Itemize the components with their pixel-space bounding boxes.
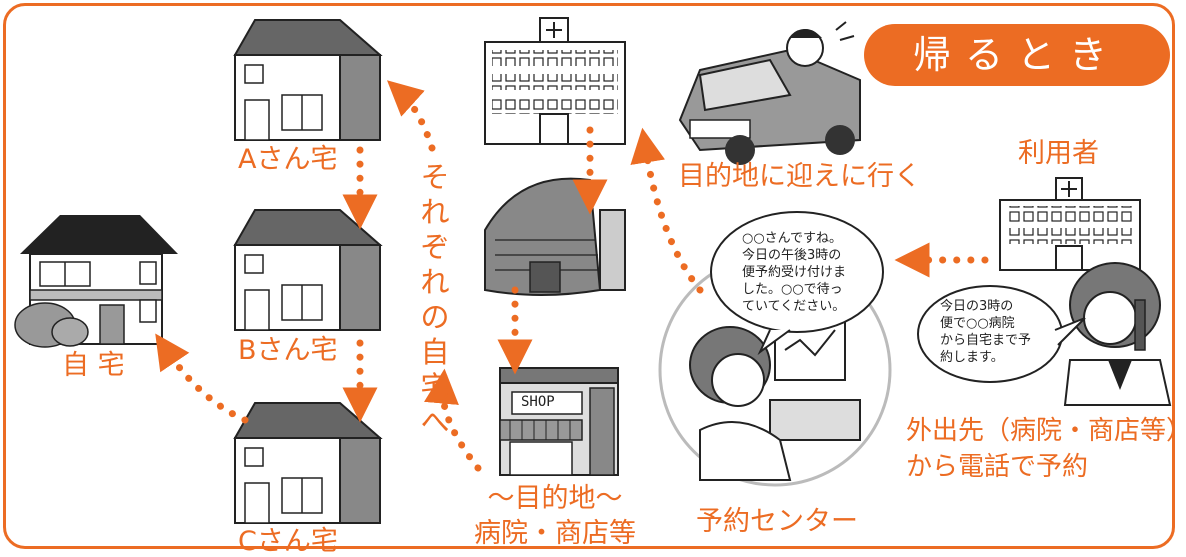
car-icon <box>678 21 861 165</box>
hospital-right-icon <box>999 177 1141 271</box>
arrow-c-to-home <box>155 333 249 424</box>
building-icon <box>484 177 626 296</box>
title-badge: 帰るとき <box>864 24 1170 86</box>
house-c-icon <box>233 402 383 524</box>
shop-sign-text: SHOP <box>521 394 555 410</box>
label-house-b: Bさん宅 <box>238 335 338 366</box>
operator-bubble-text: ○○さんですね。 今日の午後3時の 便予約受け付けま した。○○で待っ ていてく… <box>742 231 847 314</box>
label-house-c: Cさん宅 <box>238 526 338 557</box>
route-arrows <box>155 80 989 472</box>
label-call-from-line1: 外出先（病院・商店等） <box>906 416 1186 446</box>
label-destination-title: ～目的地～ <box>487 483 623 514</box>
operator-speech-bubble <box>710 211 884 356</box>
arrow-to-house-a <box>386 80 436 152</box>
label-call-from-line2: から電話で予約 <box>906 452 1089 482</box>
shop-icon <box>499 367 619 476</box>
house-b-icon <box>233 209 383 331</box>
arrow-center-to-pickup <box>630 127 704 294</box>
label-destination-types: 病院・商店等 <box>474 518 636 549</box>
label-pickup: 目的地に迎えに行く <box>678 161 921 192</box>
frame-border <box>3 3 1175 549</box>
user-speech-bubble <box>917 285 1086 383</box>
label-reservation-center: 予約センター <box>696 506 858 537</box>
phone-user-icon <box>1063 262 1172 406</box>
label-each-home: それぞれの自宅へ <box>420 160 450 439</box>
label-home: 自 宅 <box>62 350 125 381</box>
house-a-icon <box>233 19 383 141</box>
label-house-a: Aさん宅 <box>238 144 338 175</box>
label-user: 利用者 <box>1018 138 1099 169</box>
hospital-icon <box>484 17 626 145</box>
user-bubble-text: 今日の3時の 便で○○病院 から自宅まで予 約します。 <box>940 299 1032 365</box>
home-house-icon <box>14 215 178 348</box>
arrow-shop-to-homes <box>424 368 482 472</box>
